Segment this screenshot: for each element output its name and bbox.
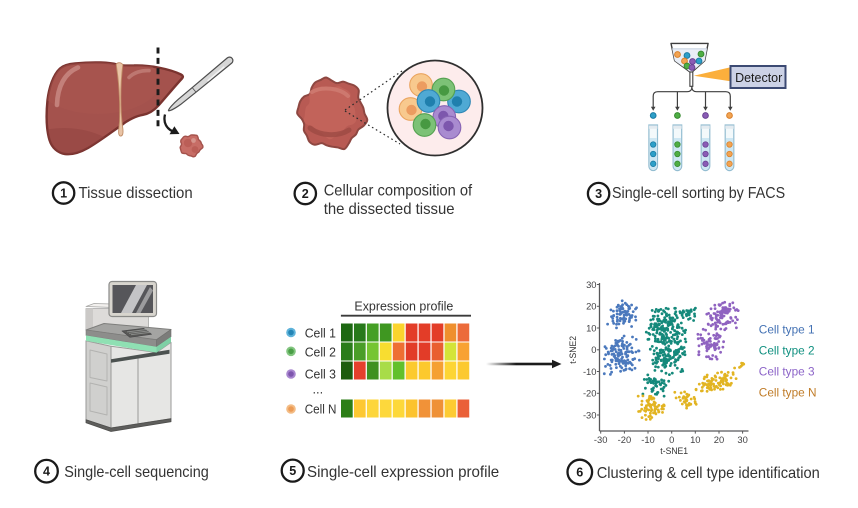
svg-text:5: 5 [289,464,296,478]
svg-text:-30: -30 [583,409,597,420]
svg-text:the dissected tissue: the dissected tissue [324,201,455,218]
svg-text:Tissue dissection: Tissue dissection [79,185,193,202]
svg-text:-10: -10 [583,366,597,377]
svg-text:Expression profile: Expression profile [354,299,453,313]
svg-text:10: 10 [586,322,596,333]
svg-text:6: 6 [576,466,583,480]
svg-text:-20: -20 [583,388,597,399]
svg-text:Cell 1: Cell 1 [305,326,336,341]
svg-text:Clustering & cell type identif: Clustering & cell type identification [597,465,820,482]
svg-text:Cell type 1: Cell type 1 [759,323,815,337]
svg-text:Single-cell expression profile: Single-cell expression profile [307,464,499,481]
svg-text:4: 4 [43,465,50,479]
svg-text:Cellular composition of: Cellular composition of [324,183,473,200]
svg-text:10: 10 [690,434,700,445]
svg-text:Detector: Detector [735,71,782,85]
svg-text:30: 30 [586,279,596,290]
svg-text:t-SNE1: t-SNE1 [660,446,688,457]
svg-text:...: ... [313,381,324,396]
svg-text:-10: -10 [641,434,655,445]
svg-text:Cell 3: Cell 3 [305,366,336,381]
svg-text:Cell N: Cell N [305,402,337,417]
svg-text:3: 3 [595,187,602,201]
svg-text:30: 30 [737,434,747,445]
svg-text:Single-cell sequencing: Single-cell sequencing [64,464,209,481]
svg-text:Cell type 3: Cell type 3 [759,365,815,379]
svg-text:Single-cell sorting by FACS: Single-cell sorting by FACS [612,185,785,202]
svg-text:-20: -20 [618,434,632,445]
svg-text:0: 0 [591,344,596,355]
svg-text:1: 1 [60,187,67,201]
svg-text:20: 20 [586,301,596,312]
svg-text:2: 2 [302,187,309,201]
svg-text:Cell 2: Cell 2 [305,345,336,360]
svg-text:0: 0 [669,434,674,445]
svg-text:Cell type N: Cell type N [759,386,817,400]
svg-text:-30: -30 [594,434,608,445]
svg-text:20: 20 [714,434,724,445]
svg-text:t-SNE2: t-SNE2 [568,336,579,364]
svg-text:Cell type 2: Cell type 2 [759,344,815,358]
